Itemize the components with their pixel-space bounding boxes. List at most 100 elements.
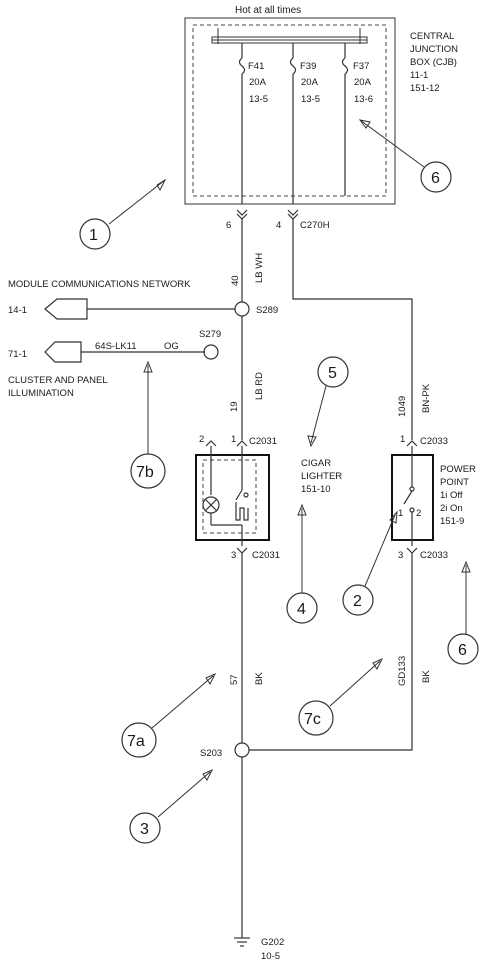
lighter-element-icon: [235, 502, 249, 521]
cluster-label-line1: CLUSTER AND PANEL: [8, 375, 108, 386]
wire-57-circuit: 57: [229, 674, 240, 685]
wire-40-circuit: 40: [230, 275, 241, 286]
wire-gd133-color: BK: [421, 670, 432, 683]
cjb-inner-dashed-box: [192, 24, 387, 197]
splice-s289: [234, 301, 250, 317]
cluster-ref: 71-1: [8, 349, 27, 360]
wire-40-color: LB WH: [254, 253, 265, 283]
central-junction-box: Hot at all times F41 20A 13-5 F39 20A 13…: [184, 5, 458, 205]
lighter-pin-1: 1: [231, 434, 236, 445]
cjb-title-line1: CENTRAL: [410, 31, 454, 42]
callout-6-top: 6: [358, 119, 452, 193]
power-ref: 151-9: [440, 516, 464, 527]
callout-3: 3: [129, 768, 214, 844]
callout-7c-arrow: [329, 660, 381, 707]
power-line4: 2i On: [440, 503, 463, 514]
callout-5-label: 5: [328, 365, 337, 382]
fuse-f41-ref: 13-5: [249, 94, 268, 105]
callout-5-arrow: [310, 385, 327, 444]
fuse-f37-symbol: [341, 57, 349, 75]
ground-ref: 10-5: [261, 951, 280, 962]
power-inner-1: 1: [398, 508, 403, 519]
callout-2-arrow: [364, 514, 396, 587]
lighter-pin-3: 3: [231, 550, 236, 561]
callout-7b: 7b: [130, 360, 166, 489]
power-conn-bottom: C2033: [420, 550, 448, 561]
wire-gd133-bk: [249, 553, 413, 751]
cigar-lighter: 2 1 C2031 3 C2031 CIGAR LIGHTER 151-10: [195, 434, 342, 561]
ground-name: G202: [261, 937, 284, 948]
lighter-ref: 151-10: [301, 484, 331, 495]
wire-1049-color: BN-PK: [421, 383, 432, 413]
power-inner-2: 2: [416, 508, 421, 519]
network-connector: MODULE COMMUNICATIONS NETWORK 14-1: [8, 279, 235, 320]
callout-1-arrow: [108, 179, 166, 225]
network-ref: 14-1: [8, 305, 27, 316]
callout-2: 2: [342, 510, 398, 616]
lighter-conn-bottom: C2031: [252, 550, 280, 561]
network-label: MODULE COMMUNICATIONS NETWORK: [8, 279, 191, 290]
fuse-f37-ref: 13-6: [354, 94, 373, 105]
power-title-line1: POWER: [440, 464, 476, 475]
splice-s203: [234, 742, 250, 758]
lighter-title-line1: CIGAR: [301, 458, 331, 469]
callout-6-bottom-label: 6: [458, 642, 467, 659]
cjb-pin-6: 6: [226, 220, 231, 231]
callout-6-bottom: 6: [447, 560, 479, 665]
power-title-line2: POINT: [440, 477, 469, 488]
splice-s203-label: S203: [200, 748, 222, 759]
splice-s289-label: S289: [256, 305, 278, 316]
lighter-pin-2: 2: [199, 434, 204, 445]
splice-s279-label: S279: [199, 329, 221, 340]
power-pin-3: 3: [398, 550, 403, 561]
cjb-pin-4: 4: [276, 220, 281, 231]
callout-7a-label: 7a: [127, 733, 145, 750]
callout-3-label: 3: [140, 821, 149, 838]
cluster-label-line2: ILLUMINATION: [8, 388, 74, 399]
callout-6-top-arrow: [359, 119, 425, 168]
lighter-conn-top: C2031: [249, 436, 277, 447]
cjb-outer-box: [184, 17, 396, 205]
lighter-switch-icon: [235, 489, 243, 501]
cjb-ref1: 11-1: [410, 70, 428, 81]
cluster-illumination-connector: 71-1 CLUSTER AND PANEL ILLUMINATION 64S-…: [8, 341, 205, 399]
power-conn-top: C2033: [420, 436, 448, 447]
splice-s279: [203, 344, 219, 360]
cjb-connector-label: C270H: [300, 220, 330, 231]
power-pin-1: 1: [400, 434, 405, 445]
callout-7a-arrow: [151, 675, 214, 729]
callout-7c: 7c: [298, 657, 384, 736]
fuse-f39-symbol: [289, 57, 297, 75]
cjb-title-line2: JUNCTION: [410, 44, 458, 55]
power-point: 1 C2033 1 2 3 C2033 POWER POINT 1i Off 2…: [391, 434, 476, 561]
fuse-f39-name: F39: [300, 61, 316, 72]
power-switch-icon: [403, 490, 413, 505]
callout-1-label: 1: [89, 227, 98, 244]
fuse-f37-name: F37: [353, 61, 369, 72]
wire-1049-bnpk: [292, 218, 413, 440]
callout-1: 1: [79, 178, 167, 250]
fuse-f41-symbol: [238, 57, 246, 75]
network-connector-shape: [44, 298, 88, 320]
callout-7b-label: 7b: [136, 464, 154, 481]
fuse-f39-ref: 13-5: [301, 94, 320, 105]
hot-at-all-times-label: Hot at all times: [235, 5, 301, 16]
fuse-f37-rating: 20A: [354, 77, 372, 88]
wire-gd133-circuit: GD133: [397, 656, 408, 686]
cjb-ref2: 151-12: [410, 83, 440, 94]
callout-7a: 7a: [121, 672, 217, 758]
wire-64s-circuit: 64S-LK11: [95, 341, 137, 352]
cluster-connector-shape: [44, 341, 82, 363]
lighter-box: [195, 454, 270, 541]
power-line3: 1i Off: [440, 490, 463, 501]
callout-2-label: 2: [353, 593, 362, 610]
ground-g202: G202 10-5: [234, 937, 284, 962]
fuse-f41-rating: 20A: [249, 77, 267, 88]
callout-7c-label: 7c: [304, 711, 321, 728]
callout-3-arrow: [157, 771, 211, 818]
cjb-title-line3: BOX (CJB): [410, 57, 457, 68]
callout-5: 5: [307, 356, 349, 448]
wire-1049-circuit: 1049: [397, 396, 408, 417]
fuse-f41-name: F41: [248, 61, 264, 72]
